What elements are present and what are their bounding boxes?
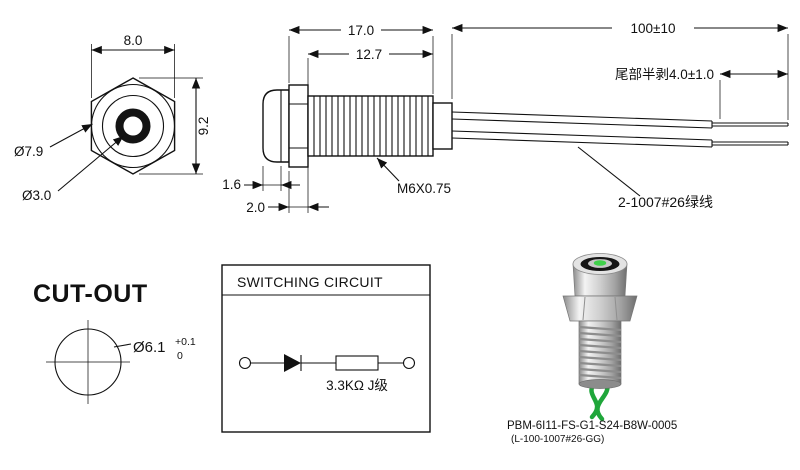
part-number: PBM-6I11-FS-G1-S24-B8W-0005 xyxy=(507,420,677,432)
front-view: 8.0 9.2 Ø7.9 Ø3.0 xyxy=(14,33,211,203)
cutout-tol-minus: 0 xyxy=(177,350,183,362)
end-bushing xyxy=(432,102,453,150)
terminal-right xyxy=(402,356,416,370)
leader-line xyxy=(57,135,124,192)
cutout-title: CUT-OUT xyxy=(33,280,148,308)
leader-line xyxy=(376,157,400,182)
led-lens xyxy=(593,260,607,266)
switching-circuit: SWITCHING CIRCUIT 3.3KΩ J级 xyxy=(221,264,431,433)
cutout-view: CUT-OUT Ø6.1 +0.1 0 xyxy=(33,280,196,404)
bezel-step-circle xyxy=(101,94,165,158)
dim-width-label: 8.0 xyxy=(124,33,143,48)
strip-note-label: 尾部半剥4.0±1.0 xyxy=(615,67,714,82)
thread-lines xyxy=(313,96,429,156)
wire-spec-label: 2-1007#26绿线 xyxy=(618,194,713,210)
shaft-bottom xyxy=(578,379,622,389)
wire-top xyxy=(451,111,713,129)
product-photo: PBM-6I11-FS-G1-S24-B8W-0005 (L-100-1007#… xyxy=(507,253,677,445)
product-wire-right xyxy=(595,381,610,422)
side-view: 17.0 12.7 1.6 2.0 M6X0.75 xyxy=(222,23,453,215)
wire-code: (L-100-1007#26-GG) xyxy=(511,434,604,445)
dim-overall-label: 17.0 xyxy=(348,23,374,38)
hex-facet-lines xyxy=(582,296,618,321)
leader-line xyxy=(577,146,641,197)
bare-wire-top xyxy=(712,122,789,127)
circuit-box xyxy=(221,264,431,433)
wire-section: 100±10 尾部半剥4.0±1.0 2-1007#26绿线 xyxy=(451,21,789,210)
dim-length-label: 100±10 xyxy=(631,21,676,36)
hex-outline xyxy=(90,77,176,175)
product-threads xyxy=(578,325,622,380)
bare-wire-bottom xyxy=(712,141,789,146)
cutout-tol-plus: +0.1 xyxy=(175,336,196,348)
dim-lip-label: 1.6 xyxy=(222,177,241,192)
hex-nut xyxy=(562,295,638,322)
leader-line xyxy=(49,123,93,148)
thread-spec-label: M6X0.75 xyxy=(397,181,451,196)
circuit-title: SWITCHING CIRCUIT xyxy=(237,274,383,290)
led-ring xyxy=(115,108,151,144)
hole-dia-label: Ø3.0 xyxy=(22,188,51,203)
outer-dia-label: Ø7.9 xyxy=(14,144,43,159)
dim-thread-label: 12.7 xyxy=(356,47,382,62)
cutout-dia-label: Ø6.1 xyxy=(133,339,166,356)
dim-height-label: 9.2 xyxy=(196,117,211,136)
leader-line xyxy=(113,343,132,348)
diode-symbol xyxy=(284,354,301,372)
dim-hex-label: 2.0 xyxy=(246,200,265,215)
wire-bottom xyxy=(451,130,713,148)
product-wires xyxy=(589,381,610,422)
resistor-label: 3.3KΩ J级 xyxy=(326,378,388,393)
cap-profile xyxy=(262,89,290,163)
threaded-shaft xyxy=(307,95,434,157)
hex-section xyxy=(288,84,309,168)
